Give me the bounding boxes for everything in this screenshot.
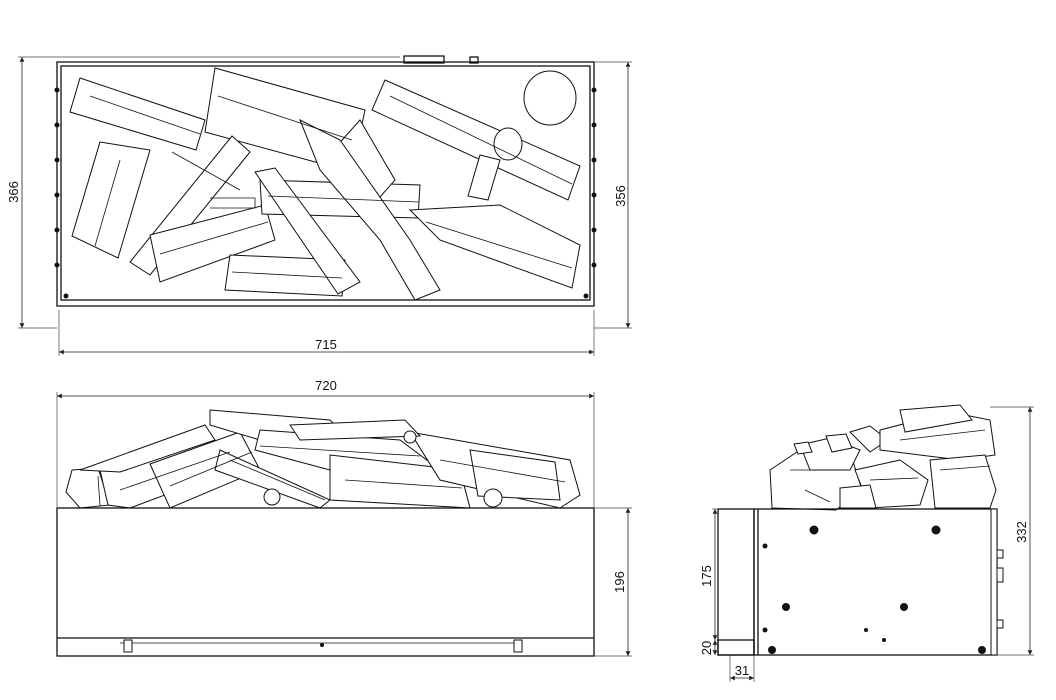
side-view-holes: [762, 525, 941, 642]
dim-31-label: 31: [735, 663, 749, 678]
dim-356-label: 356: [613, 185, 628, 207]
dim-175-label: 175: [699, 565, 714, 587]
dim-20-label: 20: [699, 641, 714, 655]
side-view-right-rail: [990, 508, 998, 656]
dim-196-label: 196: [612, 571, 627, 593]
side-view-connector-3: [996, 619, 1004, 629]
front-view-foot-left: [123, 639, 133, 653]
top-view: 715 366 356: [6, 55, 632, 356]
side-view-logs: [769, 404, 997, 511]
dim-332-label: 332: [1014, 521, 1029, 543]
front-view: 720 196: [56, 378, 632, 657]
side-view-connector-1: [996, 549, 1004, 559]
side-view-foot: [717, 508, 755, 656]
top-view-connector-small: [469, 56, 479, 64]
top-view-frame: [56, 61, 595, 307]
top-view-connector: [403, 55, 445, 64]
side-view-box: [753, 508, 998, 656]
dim-720-label: 720: [315, 378, 337, 393]
top-view-inner-frame: [60, 65, 591, 301]
front-view-box: [56, 507, 595, 657]
side-view: 332 175 20 31: [699, 404, 1034, 682]
top-view-logs: [69, 67, 581, 301]
dim-366-label: 366: [6, 181, 21, 203]
top-view-perimeter-dots: [54, 87, 597, 299]
side-view-foot-dot-left: [768, 646, 776, 654]
side-view-connector-2: [996, 567, 1004, 583]
front-view-screw: [320, 643, 324, 647]
front-view-logs: [65, 409, 581, 509]
side-view-foot-dot-right: [978, 646, 986, 654]
front-view-foot-right: [513, 639, 523, 653]
dim-715-label: 715: [315, 337, 337, 352]
side-view-foot-base: [717, 639, 755, 656]
